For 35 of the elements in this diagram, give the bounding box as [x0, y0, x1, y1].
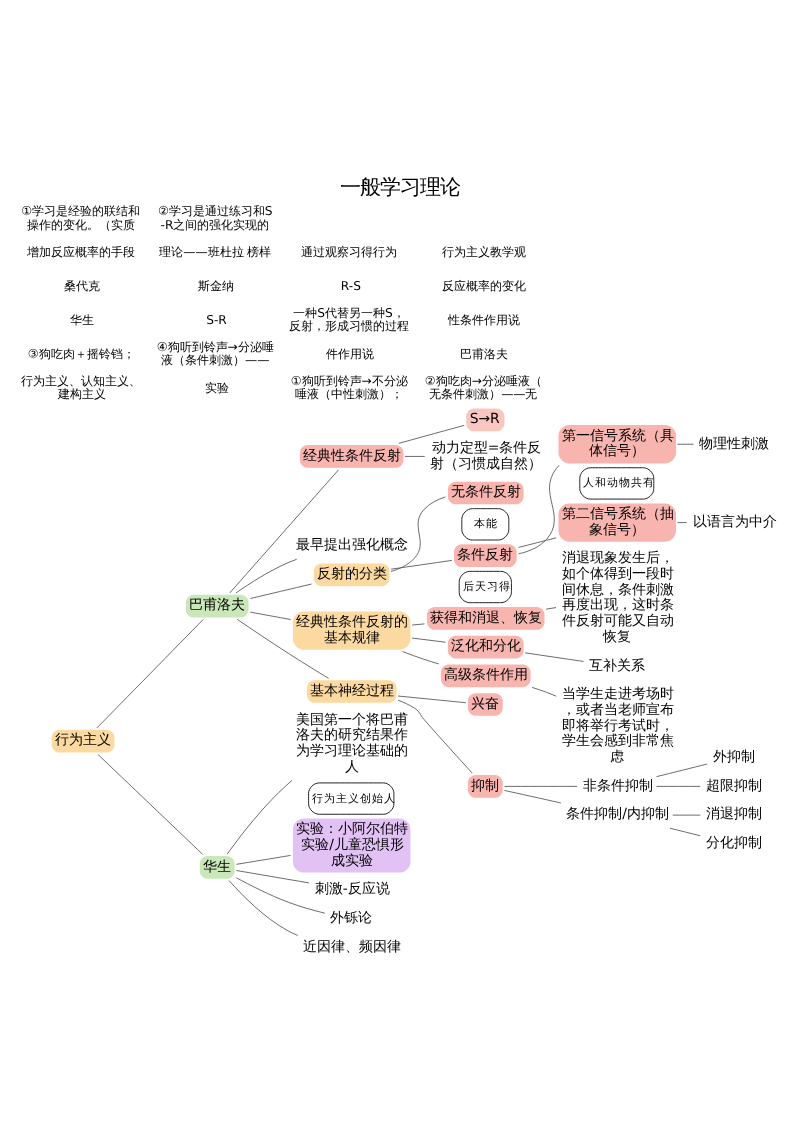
connector [677, 442, 694, 444]
connector [672, 813, 701, 815]
connector [404, 455, 426, 456]
connector [235, 557, 298, 593]
connector [411, 622, 425, 625]
connector [96, 618, 204, 728]
connector [504, 789, 562, 803]
connector [236, 617, 330, 678]
diagram-title: 一般学习理论 [340, 174, 460, 199]
connector [669, 826, 701, 836]
connector [402, 650, 440, 664]
connector [656, 762, 708, 777]
connector [397, 698, 473, 773]
connector [229, 468, 339, 593]
connector [398, 423, 465, 443]
connector [390, 495, 446, 571]
connector [228, 879, 299, 935]
connector [236, 854, 291, 864]
connector [249, 610, 292, 619]
connector [656, 784, 701, 786]
connector [504, 784, 578, 786]
connector [235, 876, 326, 913]
connector [390, 558, 453, 569]
connector [97, 752, 203, 854]
connector [397, 694, 467, 703]
connector [518, 463, 560, 554]
connector [411, 636, 446, 642]
connector [249, 582, 312, 598]
connector [545, 606, 557, 609]
connector [677, 521, 687, 523]
connector [236, 869, 310, 883]
connector [531, 685, 557, 696]
connector [518, 536, 557, 547]
connector [226, 779, 293, 854]
connector [524, 651, 584, 661]
